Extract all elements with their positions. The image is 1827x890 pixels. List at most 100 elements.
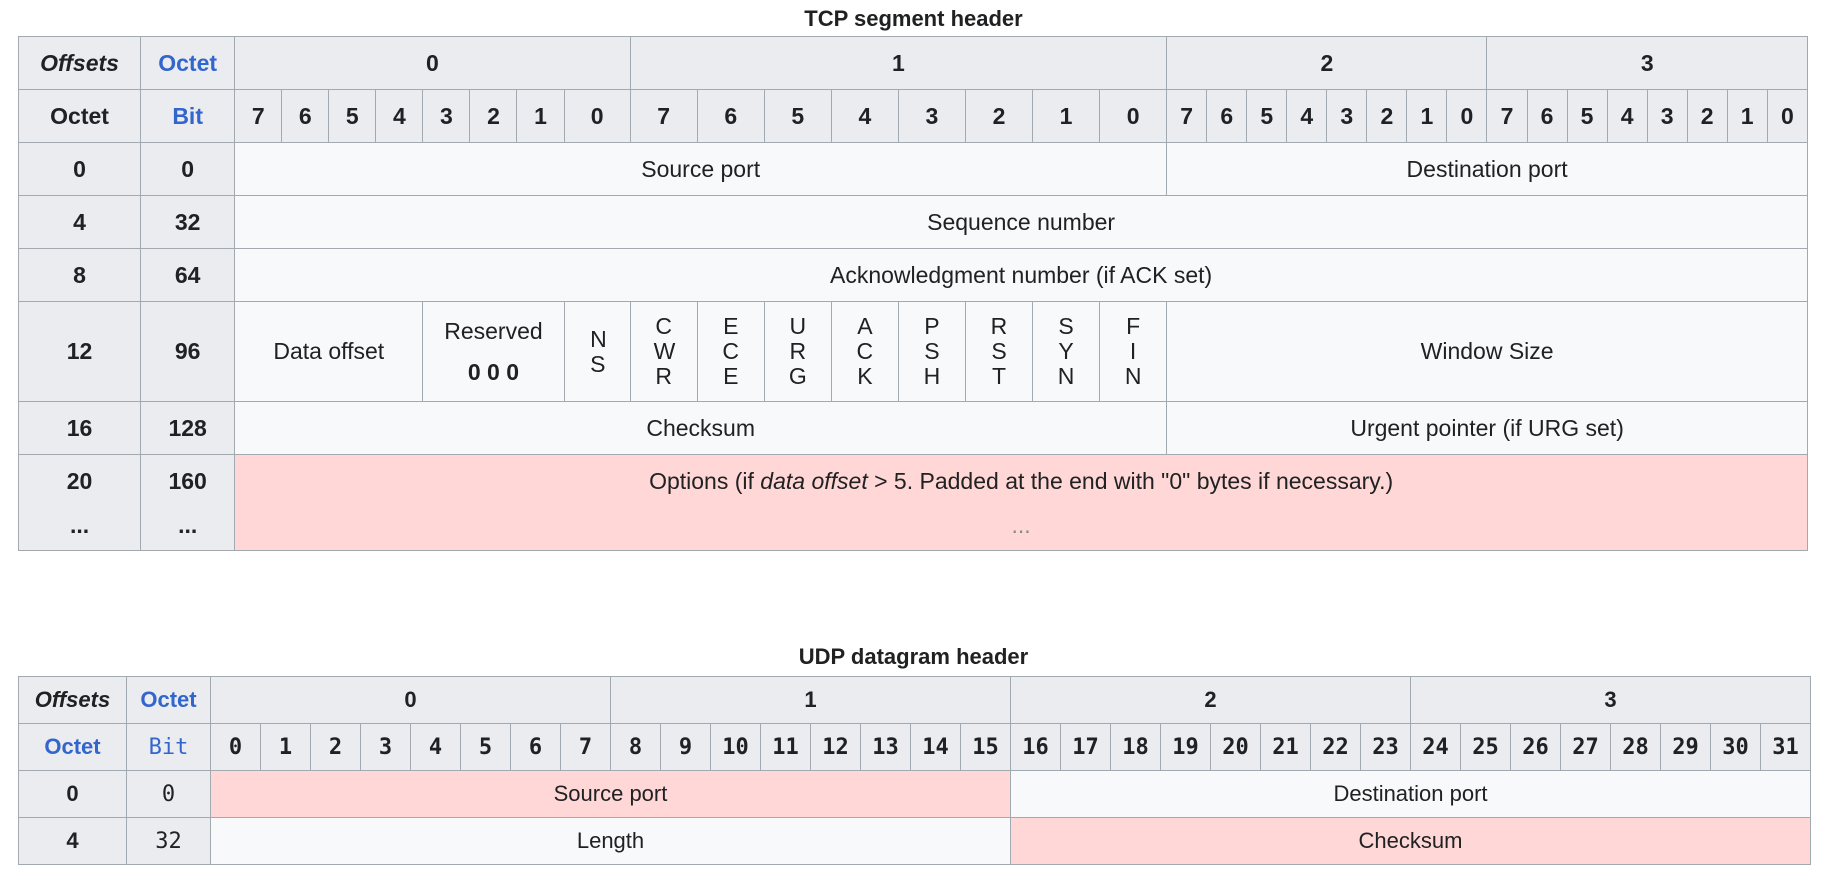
ns-flag: N S: [563, 301, 631, 402]
bit-header: 4: [1606, 89, 1648, 143]
udp-length-field: Length: [210, 817, 1011, 865]
octet-3-header: 3: [1410, 676, 1811, 724]
bit-header: 2: [964, 89, 1034, 143]
reserved-label: Reserved: [444, 317, 543, 344]
bit-header: 1: [1726, 89, 1768, 143]
bit-header: 23: [1360, 723, 1411, 771]
bit-header: 1: [1032, 89, 1101, 143]
bit-header: 2: [1686, 89, 1728, 143]
row-bit-value: 160: [168, 467, 207, 494]
bit-header: 19: [1160, 723, 1211, 771]
bit-header: 4: [1286, 89, 1328, 143]
bit-header: 5: [763, 89, 832, 143]
flag-text: C W R: [653, 313, 676, 389]
row-octet-ellipsis: ...: [69, 511, 90, 538]
flag-text: E C E: [722, 313, 740, 389]
bit-header: 14: [910, 723, 961, 771]
octet-0-header: 0: [210, 676, 611, 724]
bit-header: 13: [860, 723, 911, 771]
ece-flag: E C E: [696, 301, 765, 402]
octet-1-header: 1: [629, 36, 1168, 90]
bit-header: 7: [234, 89, 283, 143]
bit-header: 17: [1060, 723, 1111, 771]
bit-header: 28: [1610, 723, 1661, 771]
bit-header: 2: [469, 89, 518, 143]
cwr-flag: C W R: [629, 301, 698, 402]
offsets-label: Offsets: [18, 676, 127, 724]
bit-header: 27: [1560, 723, 1611, 771]
bit-header: 6: [510, 723, 561, 771]
row-bit: 32: [126, 817, 211, 865]
bit-header: 0: [563, 89, 631, 143]
row-octet-value: 20: [66, 467, 93, 494]
bit-header: 2: [310, 723, 361, 771]
acknowledgment-number-field: Acknowledgment number (if ACK set): [234, 248, 1808, 302]
bit-header: 8: [610, 723, 661, 771]
row-bit: 0: [140, 142, 236, 196]
row-octet: 20 ...: [17, 454, 142, 551]
bit-header: 0: [210, 723, 261, 771]
bit-header: 7: [1486, 89, 1528, 143]
octet-3-header: 3: [1486, 36, 1808, 90]
bit-header: 29: [1660, 723, 1711, 771]
flag-text: R S T: [990, 313, 1008, 389]
source-port-field: Source port: [234, 142, 1168, 196]
reserved-field: Reserved 0 0 0: [422, 301, 565, 402]
bit-header: 0: [1766, 89, 1809, 143]
bit-header: 11: [760, 723, 811, 771]
fin-flag: F I N: [1099, 301, 1168, 402]
bit-header: 3: [360, 723, 411, 771]
bit-header: 5: [1566, 89, 1608, 143]
tcp-caption: TCP segment header: [804, 6, 1023, 31]
row-bit: 32: [140, 195, 236, 249]
octet-left-label: Octet: [18, 723, 127, 771]
bit-header: 26: [1510, 723, 1561, 771]
bit-header: 0: [1099, 89, 1168, 143]
bit-header: 12: [810, 723, 861, 771]
sequence-number-field: Sequence number: [234, 195, 1808, 249]
bit-header: 6: [281, 89, 330, 143]
destination-port-field: Destination port: [1166, 142, 1808, 196]
octet-top-label: Octet: [126, 676, 211, 724]
rst-flag: R S T: [964, 301, 1034, 402]
bit-header: 5: [460, 723, 511, 771]
bit-header: 25: [1460, 723, 1511, 771]
bit-header: 4: [830, 89, 899, 143]
bit-header: 9: [660, 723, 711, 771]
bit-header: 7: [560, 723, 611, 771]
row-bit-ellipsis: ...: [178, 511, 198, 538]
row-bit: 96: [140, 301, 236, 402]
udp-checksum-field: Checksum: [1010, 817, 1811, 865]
udp-destination-port-field: Destination port: [1010, 770, 1811, 818]
urg-flag: U R G: [763, 301, 832, 402]
row-bit: 128: [140, 401, 236, 455]
bit-header: 3: [1646, 89, 1688, 143]
row-bit: 0: [126, 770, 211, 818]
bit-header: 3: [1326, 89, 1368, 143]
bit-header: 4: [410, 723, 461, 771]
flag-text: S Y N: [1057, 313, 1075, 389]
bit-header: 20: [1210, 723, 1261, 771]
octet-1-header: 1: [610, 676, 1011, 724]
bit-header: 30: [1710, 723, 1761, 771]
bit-header: 1: [1406, 89, 1448, 143]
bit-header: 3: [422, 89, 471, 143]
ack-flag: A C K: [830, 301, 899, 402]
row-octet: 4: [18, 817, 127, 865]
row-octet: 0: [18, 770, 127, 818]
window-size-field: Window Size: [1166, 301, 1808, 402]
row-octet: 0: [17, 142, 142, 196]
flag-text: A C K: [856, 313, 874, 389]
octet-2-header: 2: [1010, 676, 1411, 724]
bit-header: 0: [1446, 89, 1488, 143]
bit-header: 7: [629, 89, 698, 143]
flag-text: P S H: [923, 313, 941, 389]
bit-header: 1: [516, 89, 565, 143]
bit-header: 4: [375, 89, 424, 143]
bit-header: 5: [1246, 89, 1288, 143]
urgent-pointer-field: Urgent pointer (if URG set): [1166, 401, 1808, 455]
reserved-bits: 0 0 0: [467, 358, 520, 385]
row-octet: 12: [17, 301, 142, 402]
